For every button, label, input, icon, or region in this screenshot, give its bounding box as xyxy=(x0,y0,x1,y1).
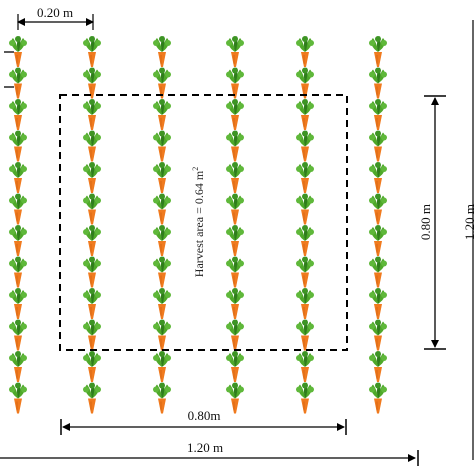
carrot-plant xyxy=(225,224,245,257)
carrot-plant xyxy=(368,98,388,131)
carrot-plant xyxy=(295,67,315,99)
carrot-plant xyxy=(368,382,388,414)
carrot-plant xyxy=(8,130,28,162)
carrot-plant xyxy=(368,130,388,162)
carrot-plant xyxy=(152,193,172,225)
carrot-plant xyxy=(8,98,28,131)
carrot-plant xyxy=(152,98,172,131)
carrot-plant xyxy=(225,98,245,131)
inner-height-label: 0.80 m xyxy=(418,204,433,240)
carrot-plant xyxy=(295,224,315,257)
carrot-plant xyxy=(8,350,28,383)
carrot-plant xyxy=(8,161,28,194)
carrot-plant xyxy=(225,193,245,225)
carrot-plant xyxy=(225,67,245,99)
carrot-plant xyxy=(295,193,315,225)
carrot-plant xyxy=(8,193,28,225)
carrot-plant xyxy=(152,224,172,257)
carrot-plant xyxy=(225,256,245,288)
outer-width-label: 1.20 m xyxy=(187,440,223,455)
harvest-area-box xyxy=(59,94,348,351)
harvest-area-label: Harvest area = 0.64 m2 xyxy=(191,167,206,277)
carrot-plant xyxy=(82,67,102,99)
inner-width-label: 0.80m xyxy=(188,408,221,423)
carrot-plant xyxy=(152,35,172,68)
carrot-plant xyxy=(82,130,102,162)
carrot-plant xyxy=(82,319,102,351)
carrot-plant xyxy=(368,67,388,99)
carrot-plant xyxy=(295,98,315,131)
carrot-plant xyxy=(225,161,245,194)
carrot-plant xyxy=(152,256,172,288)
carrot-plant xyxy=(225,35,245,68)
carrot-plant xyxy=(8,382,28,414)
carrot-plant xyxy=(225,130,245,162)
carrot-plant xyxy=(152,350,172,383)
carrot-plant xyxy=(368,35,388,68)
carrot-plant xyxy=(295,35,315,68)
carrot-plant xyxy=(152,287,172,320)
carrot-plant xyxy=(82,382,102,414)
carrot-plant xyxy=(368,287,388,320)
carrot-plant xyxy=(295,161,315,194)
carrot-plant xyxy=(152,161,172,194)
carrot-plant xyxy=(8,224,28,257)
carrot-plant xyxy=(295,130,315,162)
carrot-plant xyxy=(82,98,102,131)
carrot-plant xyxy=(152,130,172,162)
outer-height-label: 1.20 m xyxy=(462,204,474,240)
carrot-plant xyxy=(368,319,388,351)
carrot-plant xyxy=(295,382,315,414)
carrot-plant xyxy=(82,193,102,225)
carrot-plant xyxy=(82,287,102,320)
carrot-plant xyxy=(82,161,102,194)
carrot-plant xyxy=(225,382,245,414)
carrot-plant xyxy=(82,35,102,68)
carrot-plant xyxy=(295,256,315,288)
carrot-plant xyxy=(295,319,315,351)
carrot-plant xyxy=(8,319,28,351)
carrot-plant xyxy=(8,256,28,288)
carrot-plant xyxy=(225,287,245,320)
carrot-plant xyxy=(368,193,388,225)
carrot-plant xyxy=(368,224,388,257)
carrot-plant xyxy=(152,319,172,351)
carrot-plant xyxy=(225,350,245,383)
carrot-plant xyxy=(295,350,315,383)
carrot-plant xyxy=(82,224,102,257)
carrot-plant xyxy=(82,350,102,383)
carrot-plant xyxy=(152,382,172,414)
carrot-plant xyxy=(152,67,172,99)
carrot-plant xyxy=(295,287,315,320)
row-spacing-label: 0.20 m xyxy=(37,5,73,20)
carrot-plant xyxy=(8,287,28,320)
carrot-plant xyxy=(368,256,388,288)
carrot-plant xyxy=(82,256,102,288)
carrot-plant xyxy=(368,350,388,383)
carrot-plant xyxy=(8,67,28,99)
carrot-plant xyxy=(368,161,388,194)
carrot-plant xyxy=(225,319,245,351)
